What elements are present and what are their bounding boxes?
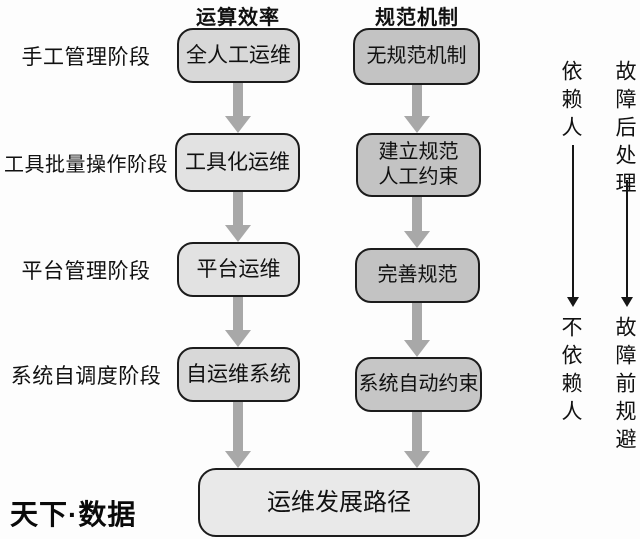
box-no-standard-mechanism: 无规范机制	[353, 28, 480, 85]
box-improve-standard: 完善规范	[355, 248, 480, 303]
arrow-down-icon	[225, 297, 251, 347]
side-label-pre-fault-avoidance: 故障前规避	[613, 316, 637, 456]
arrow-down-icon	[404, 197, 430, 248]
side-label-post-fault-handling: 故障后处理	[613, 60, 637, 200]
box-establish-standard-manual-constraint: 建立规范 人工约束	[356, 133, 481, 197]
arrow-down-icon	[404, 303, 430, 357]
box-ops-development-path: 运维发展路径	[198, 468, 480, 537]
thin-arrow-down-icon	[567, 145, 579, 307]
arrow-down-icon	[404, 412, 430, 468]
stage-label-tool-batch-operation: 工具批量操作阶段	[4, 154, 168, 176]
box-system-auto-constraint: 系统自动约束	[355, 357, 482, 412]
side-label-depends-on-human: 依赖人	[559, 60, 583, 144]
arrow-down-icon	[225, 192, 251, 242]
stage-label-manual-management: 手工管理阶段	[21, 44, 151, 69]
thin-arrow-down-icon	[621, 180, 633, 307]
column-header-standard-mechanism: 规范机制	[375, 7, 459, 29]
arrow-down-icon	[404, 85, 430, 133]
box-all-manual-ops: 全人工运维	[177, 28, 300, 83]
box-tool-based-ops: 工具化运维	[175, 133, 300, 192]
box-self-ops-system: 自运维系统	[177, 347, 300, 402]
logo-tianxia-data: 天下·数据	[10, 499, 137, 530]
column-header-compute-efficiency: 运算效率	[196, 7, 280, 29]
stage-label-system-self-scheduling: 系统自调度阶段	[10, 363, 162, 388]
side-label-not-depend-on-human: 不依赖人	[559, 316, 583, 428]
box-platform-ops: 平台运维	[177, 242, 300, 297]
arrow-down-icon	[225, 83, 251, 133]
box-establish-standard-line1: 建立规范	[378, 141, 459, 163]
box-establish-standard-line2: 人工约束	[378, 166, 459, 188]
stage-label-platform-management: 平台管理阶段	[21, 258, 151, 283]
arrow-down-icon	[225, 402, 251, 468]
